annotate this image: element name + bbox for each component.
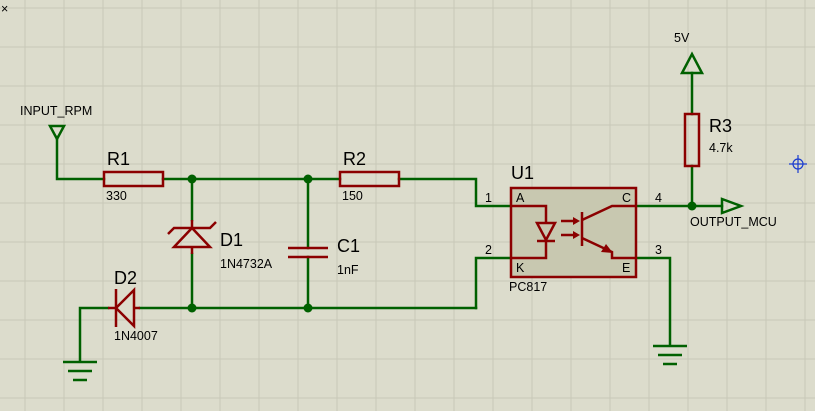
u1-reference: U1 [511,163,534,183]
d1-reference: D1 [220,230,243,250]
d2-reference: D2 [114,268,137,288]
transistor-emitter [581,236,636,260]
led-wire [511,204,548,223]
junction-dot [303,303,313,313]
wire-rail-to-pin2[interactable] [474,256,513,310]
pin-number-2: 2 [485,243,492,257]
wire-d2-to-ground[interactable] [78,306,110,362]
output-terminal[interactable]: OUTPUT_MCU [690,197,777,229]
input-terminal-label: INPUT_RPM [20,104,92,118]
light-arrowhead-icon [573,217,580,225]
ground-left-icon [63,360,97,382]
junctions [187,174,697,313]
input-terminal-icon [47,124,67,142]
pin-number-4: 4 [655,191,662,205]
junction-dot [187,174,197,184]
pin-name-collector: C [622,191,631,205]
output-label: OUTPUT_MCU [690,215,777,229]
junction-dot [687,201,697,211]
r3-value: 4.7k [709,141,733,155]
output-arrow-icon [720,197,745,215]
resistor-r3[interactable]: R3 4.7k [683,112,733,168]
resistor-r1[interactable]: R1 330 [102,149,165,203]
capacitor-c1[interactable] [288,246,328,259]
junction-dot [187,303,197,313]
ground-right-icon [653,344,687,366]
transistor-collector [581,204,636,222]
light-arrowhead-icon [573,231,580,239]
input-terminal[interactable]: INPUT_RPM [20,104,92,142]
corner-mark: × [1,2,8,16]
resistor-body [102,170,165,188]
r1-reference: R1 [107,149,130,169]
pin-number-1: 1 [485,191,492,205]
power-label: 5V [674,31,690,45]
led-wire [511,241,548,260]
resistor-r2[interactable]: R2 150 [338,149,401,203]
r1-value: 330 [106,189,127,203]
c1-value: 1nF [337,263,359,277]
diode-d2[interactable] [108,286,140,330]
pin-number-3: 3 [655,243,662,257]
pin-name-emitter: E [622,261,630,275]
pin-name-cathode: K [516,261,525,275]
pin-name-anode: A [516,191,525,205]
emitter-arrow-icon [601,244,613,253]
power-arrow-icon [679,51,705,75]
u1-value: PC817 [509,280,547,294]
led-icon [534,221,558,243]
resistor-body [338,170,401,188]
junction-dot [303,174,313,184]
wire-r2-to-pin1[interactable] [397,177,513,208]
resistor-body [683,112,701,168]
diode-body [171,226,213,249]
d2-value: 1N4007 [114,329,158,343]
r3-reference: R3 [709,116,732,136]
wire-pin3-to-ground[interactable] [634,256,672,347]
origin-marker-icon [789,155,807,173]
d1-value: 1N4732A [220,257,273,271]
diode-body [114,286,136,330]
r2-reference: R2 [343,149,366,169]
power-terminal[interactable]: 5V [674,31,705,75]
r2-value: 150 [342,189,363,203]
zener-diode-d1[interactable] [167,220,217,254]
c1-reference: C1 [337,236,360,256]
wire-input-to-r1[interactable] [55,135,106,181]
optocoupler-u1[interactable]: A K C E [509,186,638,279]
